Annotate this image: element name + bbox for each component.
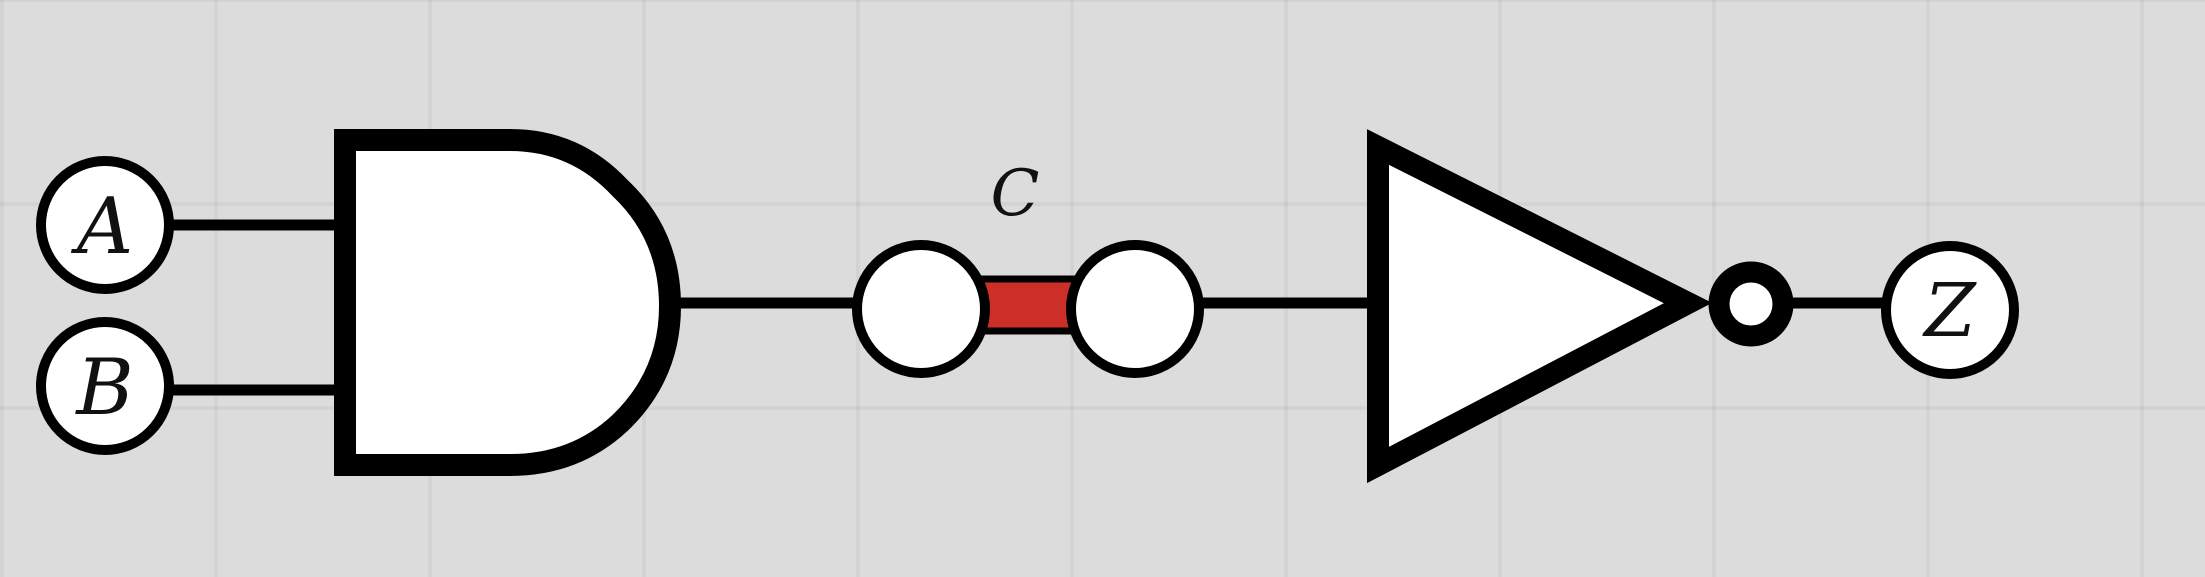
buffer-triangle[interactable] [1367,129,1713,484]
input-node-a[interactable]: A [36,156,174,294]
input-b-label: B [74,343,133,433]
input-node-b[interactable]: B [36,317,174,455]
resistor-node-right[interactable] [1066,240,1204,378]
input-a-label: A [71,182,133,272]
resistor-node-left[interactable] [852,240,990,378]
resistor-label: C [991,157,1040,231]
output-node-z[interactable]: Z [1881,241,2019,379]
and-gate[interactable] [334,129,682,476]
inverter-bubble[interactable] [1708,261,1794,347]
output-z-label: Z [1922,268,1977,354]
